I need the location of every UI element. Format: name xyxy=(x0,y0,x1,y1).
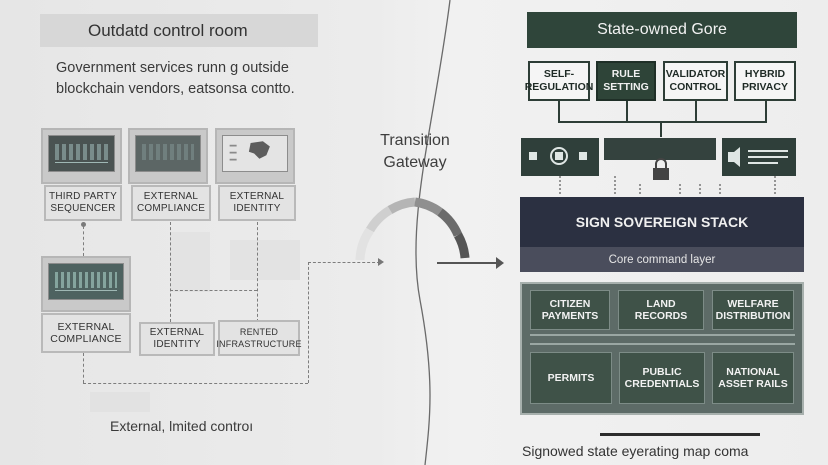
transition-label-line-1: Transition xyxy=(380,132,450,149)
world-map-icon xyxy=(229,141,270,161)
third-party-sequencer-label: THIRD PARTY SEQUENCER xyxy=(49,191,117,214)
national-asset-rails-label: NATIONAL ASSET RAILS xyxy=(718,365,788,391)
external-identity-label-bottom: EXTERNAL IDENTITY xyxy=(149,327,205,350)
permits-label: PERMITS xyxy=(547,371,595,384)
left-title: Outdatd control room xyxy=(40,14,318,47)
public-credentials-label: PUBLIC CREDENTIALS xyxy=(624,365,700,391)
external-identity-box-bottom: EXTERNAL IDENTITY xyxy=(139,322,215,356)
hybrid-privacy-label: HYBRID PRIVACY xyxy=(742,68,788,93)
left-description: Government services runn g outside block… xyxy=(56,58,306,100)
transition-gateway-label: Transition Gateway xyxy=(360,130,470,174)
stack-connectors xyxy=(540,176,795,196)
legacy-map-monitor xyxy=(215,128,295,184)
network-hub-left xyxy=(521,138,599,176)
footer-rule xyxy=(600,433,760,436)
citizen-payments-label: CITIZEN PAYMENTS xyxy=(541,297,599,323)
national-asset-rails-cell: NATIONAL ASSET RAILS xyxy=(712,352,794,404)
right-footer: Signowed state eyerating map coma xyxy=(522,443,749,459)
gateway-arrow-head xyxy=(496,257,504,269)
curved-divider xyxy=(415,0,451,465)
transition-label-line-2: Gateway xyxy=(383,154,447,171)
rented-infrastructure-box: RENTED INFRASTRUCTURE xyxy=(216,320,302,356)
left-description-line-2: blockchain vendors, eatsonsa contto. xyxy=(56,81,295,97)
external-identity-label-top: EXTERNAL IDENTITY xyxy=(229,191,285,214)
legacy-monitor-1 xyxy=(41,128,122,184)
ghost-block xyxy=(170,232,210,292)
external-compliance-box-bottom: EXTERNAL COMPLIANCE xyxy=(41,313,131,353)
right-title: State-owned Gore xyxy=(527,12,797,48)
permits-cell: PERMITS xyxy=(530,352,612,404)
self-regulation-module: SELF- REGULATION xyxy=(525,61,593,101)
speaker-icon xyxy=(728,147,788,167)
ghost-block xyxy=(230,240,300,280)
rule-setting-module: RULE SETTING xyxy=(596,61,656,101)
left-footer: External, lmited controı xyxy=(110,418,254,434)
dashed-arrow-head xyxy=(378,258,384,266)
welfare-distribution-cell: WELFARE DISTRIBUTION xyxy=(712,290,794,330)
validator-control-label: VALIDATOR CONTROL xyxy=(665,68,726,93)
transition-gauge-icon xyxy=(355,197,470,261)
external-compliance-label-bottom: EXTERNAL COMPLIANCE xyxy=(50,321,122,345)
hybrid-privacy-module: HYBRID PRIVACY xyxy=(734,61,796,101)
lock-icon xyxy=(650,158,672,182)
land-records-label: LAND RECORDS xyxy=(634,297,688,323)
core-command-layer-band: Core command layer xyxy=(520,247,804,272)
self-regulation-label: SELF- REGULATION xyxy=(524,68,594,93)
external-compliance-box-top: EXTERNAL COMPLIANCE xyxy=(131,185,211,221)
welfare-distribution-label: WELFARE DISTRIBUTION xyxy=(715,297,791,323)
third-party-sequencer-box: THIRD PARTY SEQUENCER xyxy=(44,185,122,221)
legacy-monitor-2 xyxy=(128,128,208,184)
ghost-block xyxy=(90,392,150,412)
network-hub-right xyxy=(722,138,796,176)
sign-sovereign-stack-band: SIGN SOVEREIGN STACK xyxy=(520,197,804,247)
network-node-icon xyxy=(529,147,587,165)
legacy-monitor-3 xyxy=(41,256,131,312)
citizen-payments-cell: CITIZEN PAYMENTS xyxy=(530,290,610,330)
rented-infrastructure-label: RENTED INFRASTRUCTURE xyxy=(216,327,302,349)
land-records-cell: LAND RECORDS xyxy=(618,290,704,330)
rule-setting-label: RULE SETTING xyxy=(603,68,649,93)
network-hub-center xyxy=(604,138,716,160)
validator-control-module: VALIDATOR CONTROL xyxy=(663,61,728,101)
gateway-arrow-line xyxy=(437,262,501,264)
external-compliance-label-top: EXTERNAL COMPLIANCE xyxy=(136,191,206,214)
public-credentials-cell: PUBLIC CREDENTIALS xyxy=(619,352,705,404)
left-description-line-1: Government services runn g outside xyxy=(56,60,289,76)
external-identity-box-top: EXTERNAL IDENTITY xyxy=(218,185,296,221)
